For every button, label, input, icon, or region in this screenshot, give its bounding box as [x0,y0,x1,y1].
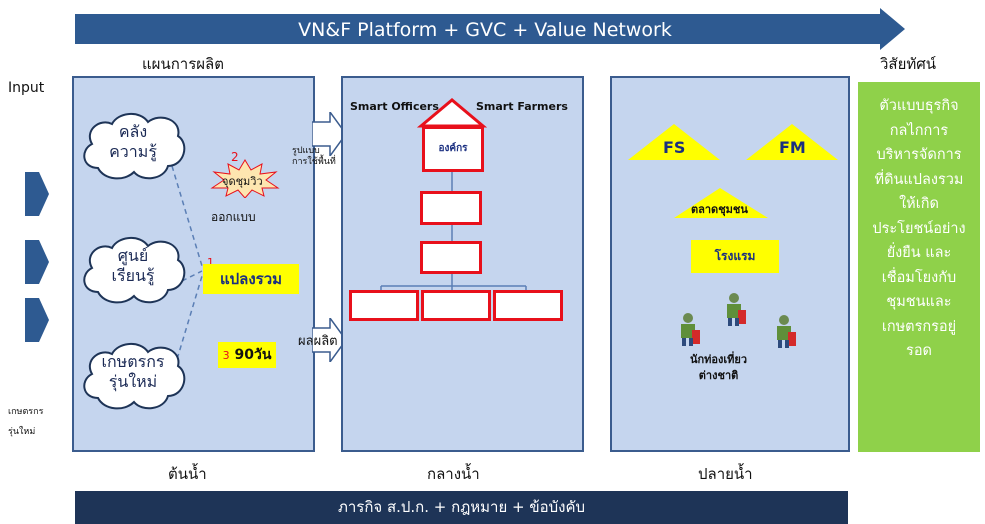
fm-triangle [746,124,838,160]
hotel-label: โรงแรม [691,240,779,273]
input-arrows [25,172,49,342]
burst-text: จุดชุมวิว [222,175,263,188]
input-arrow-2 [25,240,49,284]
org-box-5 [421,290,491,321]
flow-arrow-bottom-label: ผลผลิต [298,334,338,349]
vision-box: ตัวแบบธุรกิจ กลไกการ บริหารจัดการ ที่ดิน… [858,82,980,452]
org-box-2 [420,191,482,225]
input-arrow-3 [25,298,49,342]
input-arrow-1 [25,172,49,216]
cloud-label-3: เกษตรกร รุ่นใหม่ [101,352,165,391]
tourist-icon-2 [727,293,746,326]
midstream-label: กลางน้ำ [427,465,480,483]
org-box-top: องค์กร [422,126,484,172]
upstream-label: ต้นน้ำ [168,465,207,483]
plan-label: แผนการผลิต [142,55,224,73]
cloud-new-farmers [83,343,186,410]
plot-number: 1 [207,256,214,269]
new-farmers-side-label: เกษตรกร รุ่นใหม่ [8,407,44,437]
burst-number: 2 [231,150,239,164]
header-title: VN&F Platform + GVC + Value Network [298,19,672,41]
smart-farmers-label: Smart Farmers [476,100,568,113]
org-box-6 [493,290,563,321]
downstream-shapes [628,124,838,218]
vision-label: วิสัยทัศน์ [880,55,937,73]
footer-bar: ภารกิจ ส.ป.ก. + กฎหมาย + ข้อบังคับ [75,491,848,524]
days-box: 3 90วัน [218,342,276,368]
cloud-knowledge-bank [83,113,186,180]
fs-triangle [628,124,720,160]
org-label: องค์กร [438,143,468,154]
cloud-label-1: คลัง ความรู้ [109,122,157,161]
cloud-learning-center [83,237,186,304]
downstream-label: ปลายน้ำ [698,465,753,483]
fm-label: FM [779,138,806,157]
header-arrow: VN&F Platform + GVC + Value Network [75,8,905,50]
flow-arrow-top [312,112,346,156]
flow-arrow-bottom [312,318,346,362]
org-roof [416,98,488,128]
org-box-3 [420,241,482,274]
days-label: 90วัน [234,347,272,363]
cloud-label-2: ศูนย์ เรียนรู้ [111,246,155,285]
flow-arrow-top-label: รูปแบบ การใช้พื้นที่ [292,146,336,167]
market-triangle [674,188,768,218]
days-number: 3 [222,349,230,362]
tourist-icon-3 [777,315,796,348]
org-box-4 [349,290,419,321]
smart-officers-label: Smart Officers [350,100,439,113]
plot-label: แปลงรวม [203,264,299,294]
header-arrow-shape [75,8,905,50]
tourists-label: นักท่องเที่ยว ต่างชาติ [690,353,748,382]
design-label: ออกแบบ [211,210,256,224]
market-label: ตลาดชุมชน [691,203,748,216]
input-label: Input [8,80,45,96]
connector-lines [171,165,203,377]
burst-icon [210,159,280,198]
fs-label: FS [663,138,686,157]
tourist-icon-1 [681,313,700,346]
